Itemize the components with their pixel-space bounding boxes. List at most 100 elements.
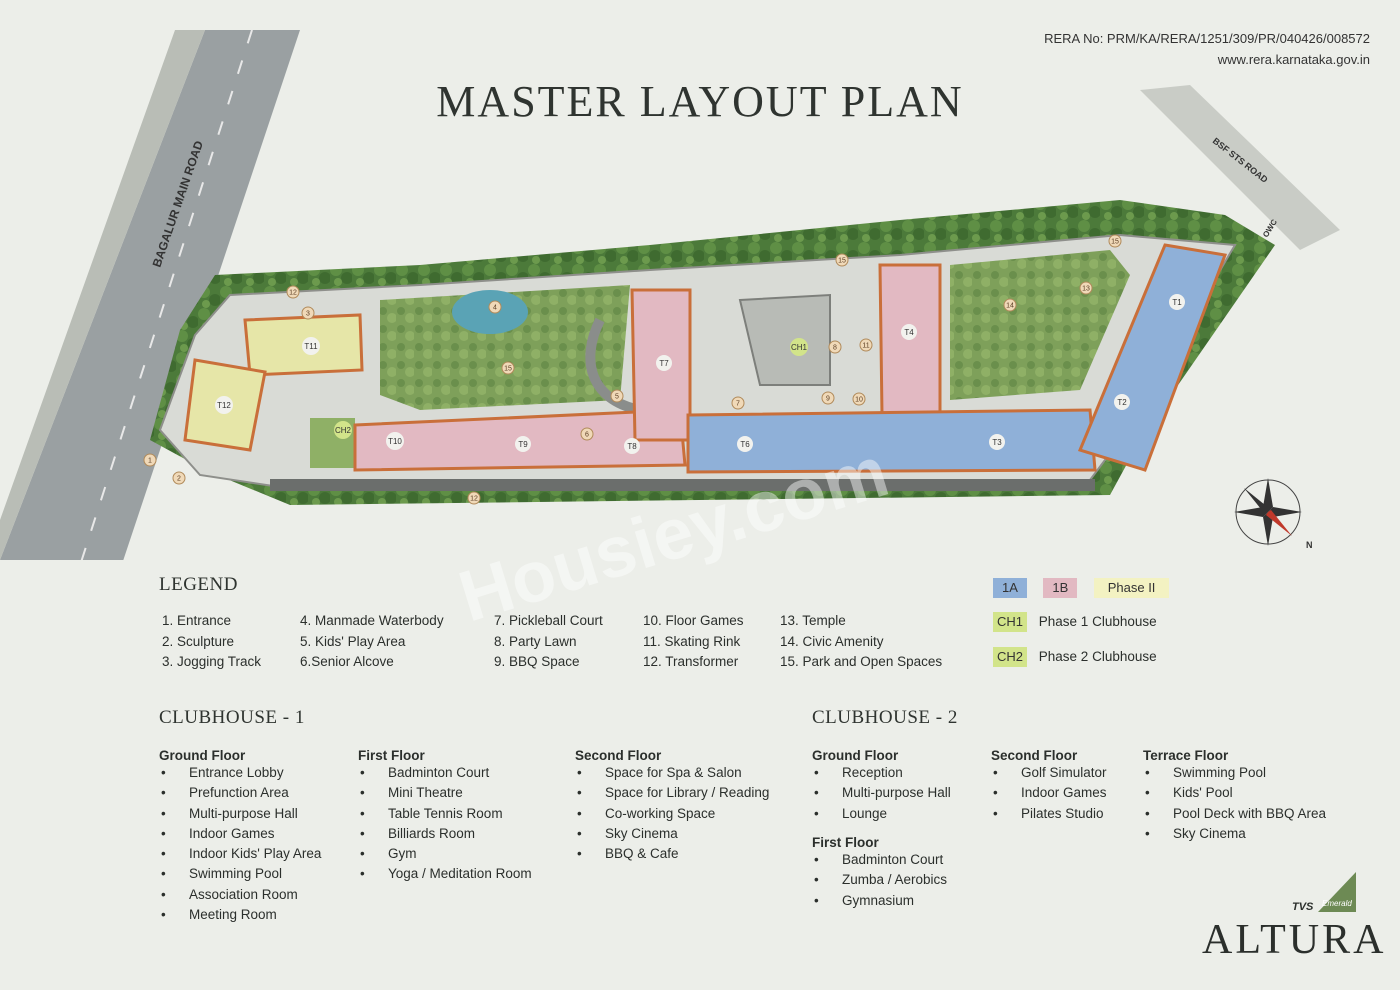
svg-text:T12: T12 — [217, 401, 231, 410]
svg-text:T3: T3 — [992, 438, 1002, 447]
phase-1a-towers — [686, 243, 1228, 474]
ch2-ground-floor: Ground Floor Reception Multi-purpose Hal… — [812, 748, 951, 824]
marker-7: 7 — [731, 396, 745, 410]
amenity-list: Golf Simulator Indoor Games Pilates Stud… — [991, 763, 1107, 824]
phase-key: 1A 1B Phase II — [993, 578, 1170, 598]
svg-text:T8: T8 — [627, 442, 637, 451]
svg-text:CH2: CH2 — [335, 426, 352, 435]
svg-text:11: 11 — [862, 343, 869, 350]
amenity-item: Golf Simulator — [991, 763, 1107, 784]
phase-1b-swatch: 1B — [1043, 578, 1078, 598]
amenity-list: Badminton Court Mini Theatre Table Tenni… — [358, 763, 532, 885]
tower-t4-block — [878, 263, 942, 417]
amenity-item: Pool Deck with BBQ Area — [1143, 804, 1326, 825]
amenity-item: Prefunction Area — [159, 783, 321, 804]
amenity-list: Swimming Pool Kids' Pool Pool Deck with … — [1143, 763, 1326, 844]
tower-t6-t3-block — [686, 408, 1097, 474]
amenity-item: Badminton Court — [358, 763, 532, 784]
compass-north-label: N — [1306, 540, 1313, 550]
legend-item: 9. BBQ Space — [494, 654, 580, 669]
legend-column-5: 13. Temple 14. Civic Amenity 15. Park an… — [780, 611, 942, 673]
tower-label-t9: T9 — [515, 436, 531, 452]
amenity-item: Meeting Room — [159, 905, 321, 926]
svg-text:9: 9 — [826, 396, 830, 403]
amenity-item: Zumba / Aerobics — [812, 870, 947, 891]
svg-text:T11: T11 — [304, 342, 318, 351]
svg-text:4: 4 — [493, 305, 497, 312]
amenity-item: Co-working Space — [575, 804, 769, 825]
svg-text:2: 2 — [177, 476, 181, 483]
waterbody — [452, 290, 528, 334]
svg-text:T1: T1 — [1172, 298, 1182, 307]
legend-item: 11. Skating Rink — [643, 633, 741, 649]
marker-2: 2 — [172, 471, 186, 485]
leaf-icon — [1318, 872, 1356, 912]
amenity-item: Association Room — [159, 885, 321, 906]
marker-15c: 15 — [1108, 234, 1122, 248]
svg-text:13: 13 — [1082, 286, 1090, 293]
marker-6: 6 — [580, 427, 594, 441]
ch2-key-label: Phase 2 Clubhouse — [1038, 649, 1157, 664]
svg-text:T4: T4 — [904, 328, 914, 337]
legend-item: 3. Jogging Track — [162, 654, 262, 669]
amenity-item: Indoor Games — [991, 783, 1107, 804]
amenity-item: Lounge — [812, 804, 951, 825]
site-map: T1 T2 T3 T4 T6 T7 T8 T9 T10 T11 T12 CH1 … — [0, 29, 1340, 560]
ch1-building — [738, 293, 831, 386]
brand-maker: TVS — [1292, 901, 1314, 913]
marker-5: 5 — [610, 389, 624, 403]
floor-heading: Second Floor — [575, 748, 662, 763]
floor-heading: Ground Floor — [159, 748, 246, 763]
marker-12: 12 — [286, 285, 300, 299]
legend-item: 5. Kids' Play Area — [300, 633, 406, 649]
tower-label-t2: T2 — [1114, 394, 1130, 410]
legend-item: 7. Pickleball Court — [494, 613, 603, 628]
clubhouse-1-heading: CLUBHOUSE - 1 — [159, 707, 305, 728]
svg-text:T2: T2 — [1117, 398, 1127, 407]
clubhouse-2-heading: CLUBHOUSE - 2 — [812, 707, 958, 728]
tower-label-t10: T10 — [386, 432, 404, 450]
marker-4: 4 — [488, 300, 502, 314]
svg-text:6: 6 — [585, 432, 589, 439]
tower-label-t1: T1 — [1169, 294, 1185, 310]
floor-heading: Second Floor — [991, 748, 1078, 763]
tower-label-t4: T4 — [901, 324, 917, 340]
compass-icon — [1234, 478, 1302, 546]
legend-item: 15. Park and Open Spaces — [780, 654, 943, 669]
legend-item: 8. Party Lawn — [494, 633, 577, 649]
legend-item: 10. Floor Games — [643, 613, 744, 628]
rera-info: RERA No: PRM/KA/RERA/1251/309/PR/040426/… — [1044, 28, 1370, 70]
legend-column-3: 7. Pickleball Court 8. Party Lawn 9. BBQ… — [494, 611, 603, 673]
amenity-item: Table Tennis Room — [358, 804, 532, 825]
amenity-item: Indoor Kids' Play Area — [159, 844, 321, 865]
clubhouse-key-1: CH1 Phase 1 Clubhouse — [993, 612, 1157, 632]
legend-item: 12. Transformer — [643, 654, 739, 669]
marker-10: 10 — [852, 392, 866, 406]
amenity-item: Swimming Pool — [159, 864, 321, 885]
rera-url[interactable]: www.rera.karnataka.gov.in — [1217, 52, 1370, 67]
amenity-item: Swimming Pool — [1143, 763, 1326, 784]
bsf-sts-road — [1140, 85, 1340, 250]
svg-text:15: 15 — [504, 366, 512, 373]
amenity-item: Badminton Court — [812, 850, 947, 871]
ch1-first-floor: First Floor Badminton Court Mini Theatre… — [358, 748, 532, 885]
marker-13: 13 — [1079, 281, 1093, 295]
svg-text:T9: T9 — [518, 440, 528, 449]
legend-item: 1. Entrance — [162, 613, 232, 628]
floor-heading: Terrace Floor — [1143, 748, 1229, 763]
amenity-item: Multi-purpose Hall — [159, 804, 321, 825]
amenity-item: Indoor Games — [159, 824, 321, 845]
amenity-item: BBQ & Cafe — [575, 844, 769, 865]
amenity-item: Mini Theatre — [358, 783, 532, 804]
svg-text:8: 8 — [833, 345, 837, 352]
amenity-list: Entrance Lobby Prefunction Area Multi-pu… — [159, 763, 321, 926]
amenity-item: Gymnasium — [812, 891, 947, 912]
marker-3: 3 — [301, 306, 315, 320]
amenity-item: Billiards Room — [358, 824, 532, 845]
svg-text:5: 5 — [615, 394, 619, 401]
marker-12b: 12 — [467, 491, 481, 505]
legend-item: 13. Temple — [780, 613, 846, 628]
amenity-item: Reception — [812, 763, 951, 784]
legend-column-4: 10. Floor Games 11. Skating Rink 12. Tra… — [643, 611, 744, 673]
marker-15b: 15 — [835, 253, 849, 267]
